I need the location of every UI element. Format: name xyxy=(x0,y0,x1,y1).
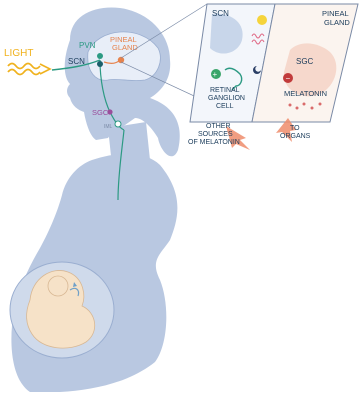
to-organs-label-1: TO xyxy=(290,125,300,132)
melatonin-dot xyxy=(303,103,306,106)
iml-node xyxy=(115,121,121,127)
to-organs-label-2: ORGANS xyxy=(280,133,311,140)
pvn-label: PVN xyxy=(79,41,96,50)
other-sources-label-3: OF MELATONIN xyxy=(188,139,240,146)
fetus-head xyxy=(48,276,68,296)
pineal-label-2: GLAND xyxy=(112,43,138,52)
melatonin-label: MELATONIN xyxy=(284,89,327,98)
melatonin-dot xyxy=(289,104,292,107)
pvn-node xyxy=(97,53,103,59)
scn-node xyxy=(97,61,103,67)
inset-pineal-title-1: PINEAL xyxy=(322,9,349,18)
scn-label: SCN xyxy=(68,57,85,66)
inset-scn-title: SCN xyxy=(212,9,229,18)
retinal-label-1: RETINAL xyxy=(210,87,240,94)
light-wave-icon xyxy=(8,70,40,75)
plus-symbol: + xyxy=(213,70,218,79)
retinal-label-3: CELL xyxy=(216,103,234,110)
iml-label: IML xyxy=(104,124,113,130)
womb xyxy=(10,262,114,358)
melatonin-dot xyxy=(296,107,299,110)
light-label: LIGHT xyxy=(4,48,33,59)
minus-symbol: − xyxy=(286,74,291,83)
inset-pineal-title-2: GLAND xyxy=(324,18,350,27)
other-sources-label-2: SOURCES xyxy=(198,131,233,138)
sun-icon xyxy=(257,15,267,25)
sgc-label: SGC xyxy=(92,108,109,117)
inset-pineal-sgc: SGC xyxy=(296,57,314,66)
other-sources-label-1: OTHER xyxy=(206,123,231,130)
retinal-label-2: GANGLION xyxy=(208,95,245,102)
light-arrow-icon xyxy=(40,64,50,74)
melatonin-dot xyxy=(311,107,314,110)
light-wave-icon xyxy=(8,64,40,69)
melatonin-dot xyxy=(319,103,322,106)
